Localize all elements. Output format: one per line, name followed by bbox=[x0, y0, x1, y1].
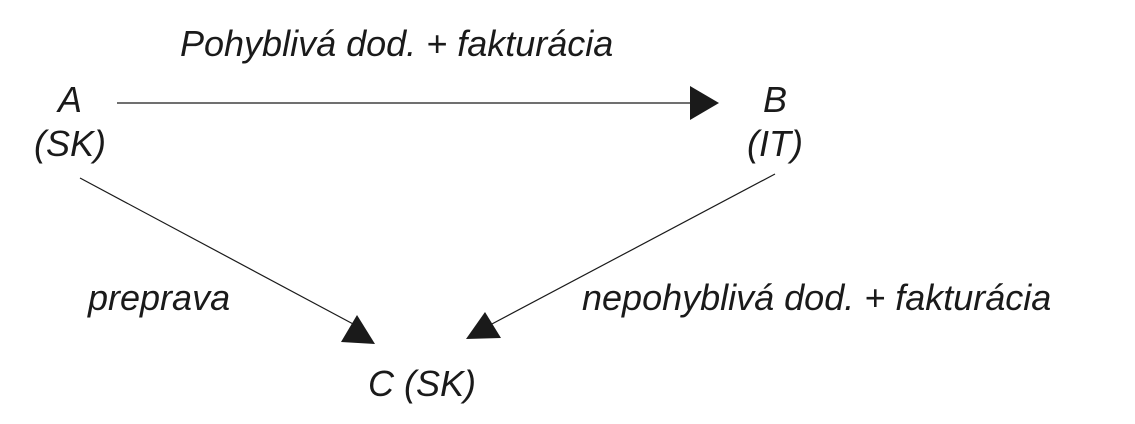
edge-a-to-b-label: Pohyblivá dod. + fakturácia bbox=[180, 23, 614, 64]
node-b: B (IT) bbox=[740, 82, 810, 162]
node-a-country: (SK) bbox=[34, 123, 106, 164]
node-c: C (SK) bbox=[368, 363, 476, 404]
edge-b-to-c-line bbox=[489, 173, 776, 326]
edge-b-to-c-arrowhead bbox=[466, 312, 501, 339]
node-b-name: B bbox=[762, 79, 787, 120]
edge-a-to-c-arrowhead bbox=[341, 315, 375, 344]
node-b-country: (IT) bbox=[747, 123, 803, 164]
edge-a-to-b-arrowhead bbox=[690, 86, 719, 120]
node-a: A (SK) bbox=[30, 82, 110, 162]
edge-a-to-c-line bbox=[79, 177, 356, 326]
edge-b-to-c-label: nepohyblivá dod. + fakturácia bbox=[582, 277, 1052, 318]
edge-a-to-c-label: preprava bbox=[88, 277, 231, 318]
node-a-name: A bbox=[57, 79, 82, 120]
